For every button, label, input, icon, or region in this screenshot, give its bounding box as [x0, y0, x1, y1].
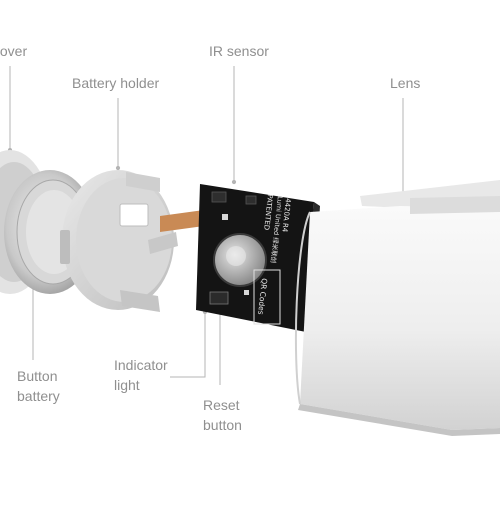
pcb-qr-text: QR Codes [256, 278, 269, 315]
pcb-model-text: 4420A R4 [280, 198, 292, 233]
leader-indicator-light [170, 312, 206, 378]
label-battery-cover: y cover [0, 43, 28, 59]
label-lens: Lens [390, 75, 421, 91]
copper-contact [160, 210, 204, 232]
label-button-battery: Button battery [17, 366, 60, 406]
label-reset-button-line2: button [203, 417, 242, 433]
lens-housing [294, 180, 500, 436]
pcb-board: 4420A R4 Lumi United 绿米联创 PATENTED QR Co… [196, 184, 320, 336]
label-button-battery-line2: battery [17, 388, 60, 404]
label-reset-button-line1: Reset [203, 397, 240, 413]
label-indicator-light: Indicator light [114, 355, 168, 395]
pcb-patent-text: PATENTED [262, 194, 274, 231]
label-indicator-light-line2: light [114, 377, 140, 393]
battery-holder [60, 170, 178, 312]
label-indicator-light-line1: Indicator [114, 357, 168, 373]
label-button-battery-line1: Button [17, 368, 58, 384]
reset-switch [209, 291, 229, 305]
label-ir-sensor: IR sensor [209, 43, 269, 59]
label-battery-holder: Battery holder [72, 75, 160, 91]
label-reset-button: Reset button [203, 395, 242, 435]
